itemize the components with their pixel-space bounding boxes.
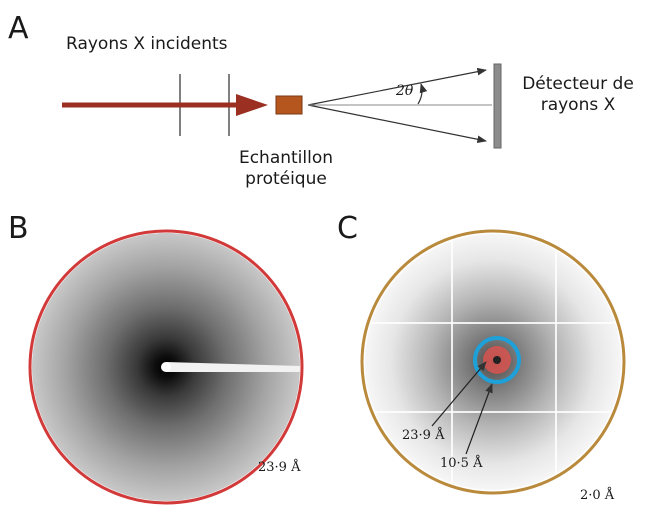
detector-label-line1: Détecteur de	[522, 74, 634, 94]
angle-label: 2θ	[396, 83, 414, 99]
pointer-10-5	[465, 383, 493, 455]
panel-letter-a: A	[8, 11, 29, 46]
sample-label: Echantillon protéique	[226, 148, 346, 191]
beam-center-c	[493, 356, 501, 364]
panel-a-diagram	[62, 63, 502, 149]
resolution-ring-b	[28, 229, 304, 505]
panel-c-diffraction-image	[360, 229, 626, 495]
inner-ring-blue	[473, 336, 521, 384]
inner-ring-label-23-9: 23·9 Å	[402, 428, 445, 443]
xray-detector	[493, 63, 502, 149]
beam-center-b	[161, 362, 171, 372]
incident-rays-label: Rayons X incidents	[66, 34, 228, 54]
detector-label: Détecteur de rayons X	[508, 74, 648, 117]
diffracted-ray-lower	[307, 104, 487, 144]
beamstop-shadow	[166, 362, 300, 372]
diffracted-ray-upper	[307, 67, 487, 106]
detector-label-line2: rayons X	[540, 95, 616, 116]
angle-arc	[417, 83, 428, 105]
incident-beam-arrowhead	[236, 94, 268, 116]
panel-letter-b: B	[8, 211, 29, 246]
inner-ring-label-10-5: 10·5 Å	[440, 456, 483, 471]
resolution-ring-c	[360, 229, 626, 495]
ring-label-b: 23·9 Å	[258, 460, 301, 475]
panel-b-diffraction-image	[28, 229, 304, 505]
sample-label-line2: protéique	[245, 169, 327, 190]
panel-letter-c: C	[337, 211, 358, 246]
protein-sample	[275, 95, 303, 115]
sample-label-line1: Echantillon	[238, 148, 334, 168]
ring-label-c: 2·0 Å	[580, 488, 615, 503]
pointer-23-9	[431, 361, 487, 427]
